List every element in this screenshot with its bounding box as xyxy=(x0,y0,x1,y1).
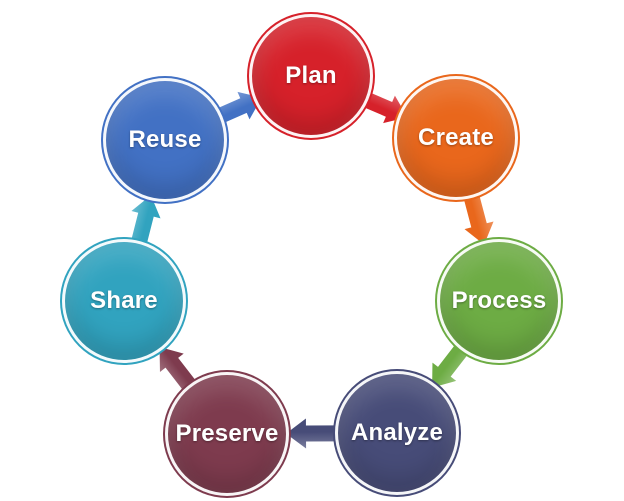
step-label-plan: Plan xyxy=(285,62,337,89)
arrow-analyze-to-preserve-icon xyxy=(286,418,339,449)
step-circle-plan: Plan xyxy=(249,14,373,138)
step-circle-preserve: Preserve xyxy=(165,372,289,496)
step-label-create: Create xyxy=(418,124,494,151)
step-circle-analyze: Analyze xyxy=(335,371,459,495)
arrow-preserve-to-share-icon xyxy=(159,346,198,393)
arrow-create-to-process-icon xyxy=(463,192,494,245)
step-circle-reuse: Reuse xyxy=(103,78,227,202)
arrow-process-to-analyze-icon xyxy=(432,341,471,388)
step-label-analyze: Analyze xyxy=(350,419,444,446)
step-circle-create: Create xyxy=(394,76,518,200)
step-label-share: Share xyxy=(90,287,158,314)
step-label-reuse: Reuse xyxy=(128,126,202,153)
arrow-plan-to-create-icon xyxy=(356,89,408,124)
arrow-reuse-to-plan-icon xyxy=(210,91,262,126)
step-label-preserve: Preserve xyxy=(175,420,279,447)
step-label-process: Process xyxy=(451,287,547,314)
step-circle-process: Process xyxy=(437,239,561,363)
step-circle-share: Share xyxy=(62,239,186,363)
arrow-share-to-reuse-icon xyxy=(130,195,161,248)
